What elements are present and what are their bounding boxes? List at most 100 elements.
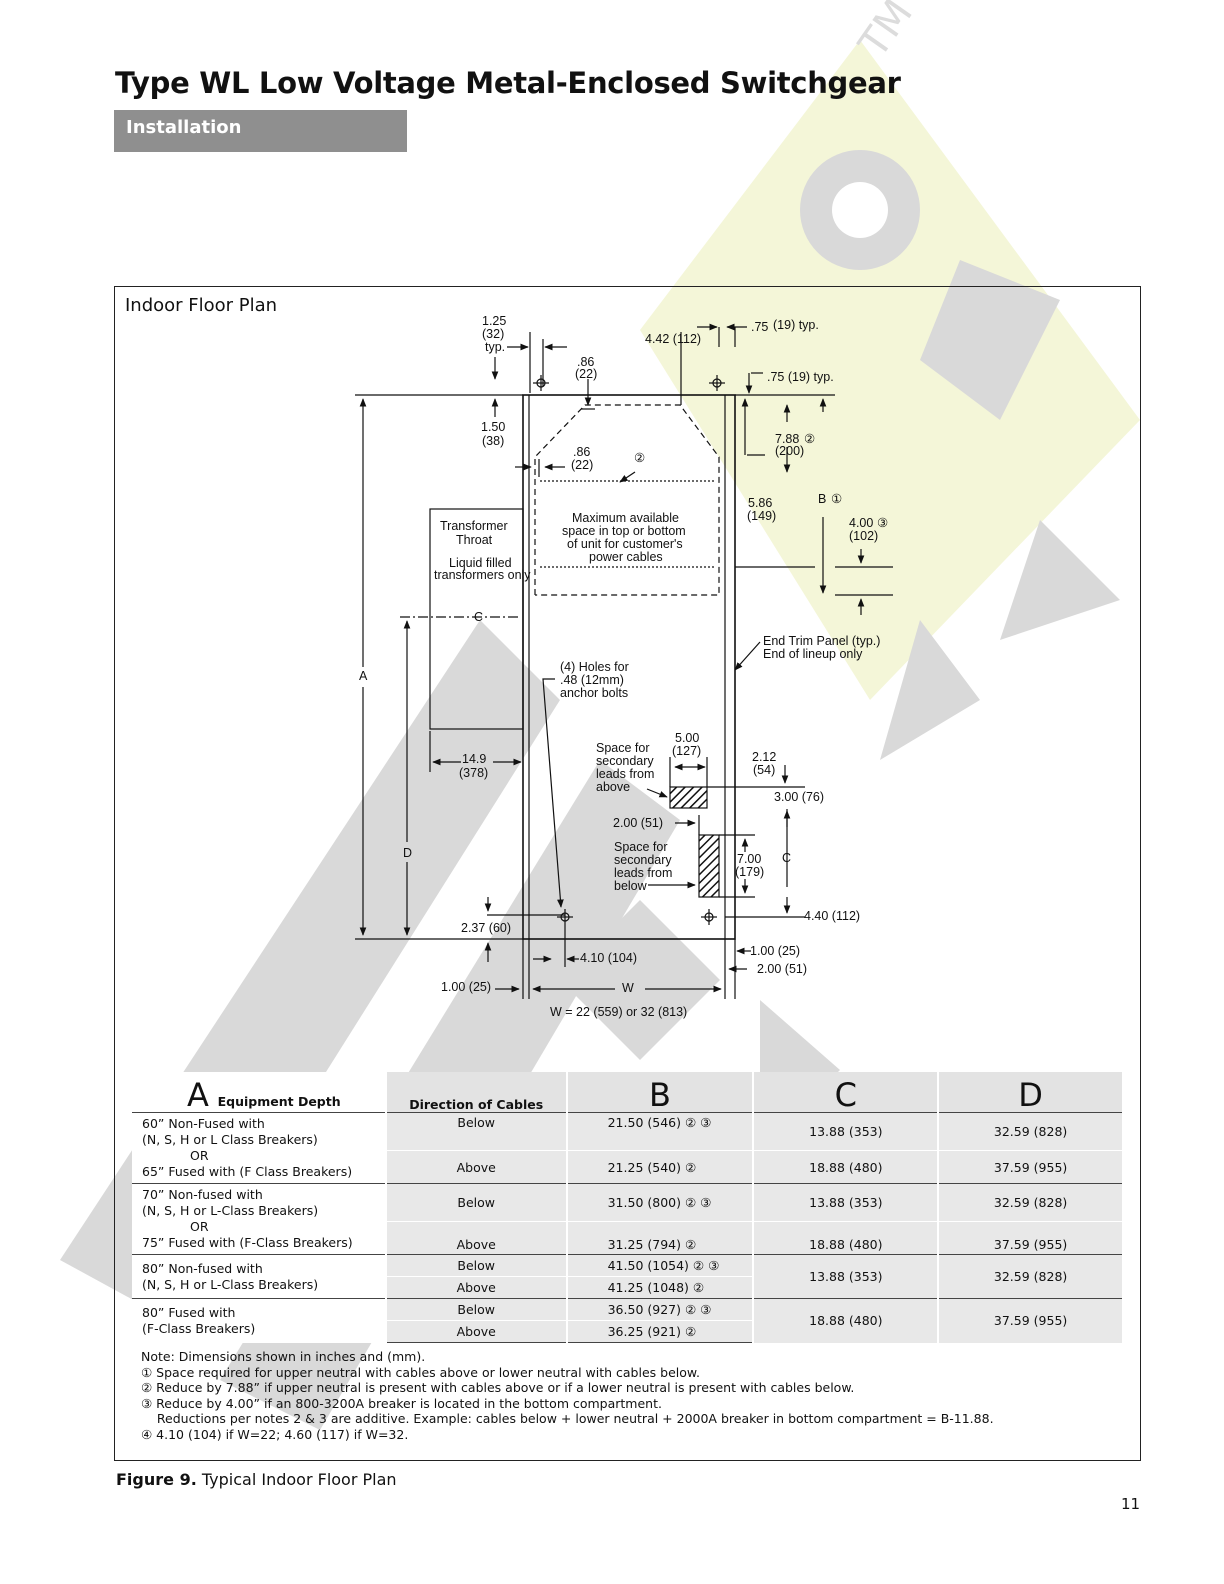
dim-100l: 1.00 (25)	[441, 980, 491, 994]
direction-cell: Below	[385, 1183, 568, 1222]
c-cell: 13.88 (353)	[753, 1254, 940, 1299]
header-a-letter: A	[187, 1076, 209, 1114]
d-cell: 37.59 (955)	[938, 1298, 1124, 1343]
equipment-cell: 70” Non-fused with (N, S, H or L-Class B…	[132, 1183, 387, 1255]
dim-125-typ: typ.	[485, 340, 505, 354]
transformer-label-2: Throat	[456, 533, 493, 547]
liquid-label-2: transformers only	[434, 568, 531, 582]
watermark-tm: TM	[850, 0, 922, 67]
dim-700: 7.00	[737, 852, 761, 866]
sec-above-label-4: above	[596, 780, 630, 794]
note-marker-3: ③	[877, 516, 888, 530]
header-c: C	[753, 1072, 940, 1113]
equipment-cell: 60” Non-Fused with (N, S, H or L Class B…	[132, 1112, 387, 1184]
dim-500: 5.00	[675, 731, 699, 745]
d-cell: 32.59 (828)	[938, 1183, 1124, 1222]
note-line: ① Space required for upper neutral with …	[141, 1364, 700, 1380]
header-b-letter: B	[649, 1076, 671, 1114]
centerline-label: C	[474, 610, 483, 624]
note-line: ② Reduce by 7.88” if upper neutral is pr…	[141, 1380, 855, 1396]
b-cell: 21.50 (546) ② ③	[566, 1112, 755, 1151]
dim-788: 7.88	[775, 432, 799, 446]
note-line: ④ 4.10 (104) if W=22; 4.60 (117) if W=32…	[141, 1426, 409, 1442]
equipment-or: OR	[190, 1219, 209, 1234]
equipment-line: (F-Class Breakers)	[142, 1320, 256, 1336]
holes-label-1: (4) Holes for	[560, 660, 629, 674]
equipment-line: 80” Non-fused with	[142, 1260, 263, 1276]
note-marker-2a: ②	[804, 432, 815, 446]
max-space-label-4: power cables	[589, 550, 663, 564]
dim-400-mm: (102)	[849, 529, 878, 543]
holes-label-2: .48 (12mm)	[560, 673, 624, 687]
b-cell: 41.50 (1054) ② ③	[566, 1254, 755, 1277]
equipment-or: OR	[190, 1148, 209, 1163]
dim-410: 4.10 (104)	[580, 951, 637, 965]
dim-788-mm: (200)	[775, 444, 804, 458]
max-space-label-3: of unit for customer's	[567, 537, 683, 551]
dimensions-table: A Equipment Depth Direction of Cables B …	[132, 1072, 1124, 1343]
header-a: A Equipment Depth	[132, 1072, 387, 1114]
liquid-label-1: Liquid filled	[449, 556, 512, 570]
dim-c: C	[782, 851, 791, 865]
end-trim-label-2: End of lineup only	[763, 647, 863, 661]
max-space-label-2: space in top or bottom	[562, 524, 686, 538]
table-row: Above 41.25 (1048) ②	[132, 1276, 1123, 1299]
dim-075b: .75 (19) typ.	[767, 370, 834, 384]
end-trim-label-1: End Trim Panel (typ.)	[763, 634, 880, 648]
dim-700-mm: (179)	[735, 865, 764, 879]
b-cell: 36.50 (927) ② ③	[566, 1298, 755, 1321]
page-title: Type WL Low Voltage Metal-Enclosed Switc…	[115, 66, 901, 100]
table-header-row: A Equipment Depth Direction of Cables B …	[132, 1072, 1124, 1114]
direction-cell: Below	[385, 1112, 568, 1151]
dim-150: 1.50	[481, 420, 505, 434]
sec-below-label-3: leads from	[614, 866, 672, 880]
dim-150-mm: (38)	[482, 434, 504, 448]
dim-500-mm: (127)	[672, 744, 701, 758]
dim-149-mm: (378)	[459, 766, 488, 780]
dim-086b: .86	[573, 445, 590, 459]
transformer-label-1: Transformer	[440, 519, 508, 533]
d-cell: 32.59 (828)	[938, 1254, 1124, 1299]
note-line: Note: Dimensions shown in inches and (mm…	[141, 1349, 426, 1364]
caption-label: Figure 9.	[116, 1470, 197, 1489]
note-marker-1: ①	[831, 492, 842, 506]
d-cell: 37.59 (955)	[938, 1150, 1124, 1184]
floor-plan-drawing: 1.25 (32) typ. 4.42 (112) .75 (19) typ. …	[355, 314, 893, 1019]
dim-442: 4.42 (112)	[645, 332, 701, 346]
c-cell: 18.88 (480)	[753, 1150, 940, 1184]
dim-086b-mm: (22)	[571, 458, 593, 472]
drawing-lines	[355, 323, 893, 999]
direction-cell: Below	[385, 1254, 568, 1277]
table-row: Above 31.25 (794) ② 18.88 (480) 37.59 (9…	[132, 1221, 1124, 1255]
dim-212-mm: (54)	[753, 763, 775, 777]
table-row: 70” Non-fused with (N, S, H or L-Class B…	[132, 1183, 1124, 1255]
b-cell: 31.25 (794) ②	[566, 1221, 755, 1255]
b-cell: 31.50 (800) ② ③	[566, 1183, 755, 1222]
dim-200b: 2.00 (51)	[757, 962, 807, 976]
header-b: B	[566, 1072, 755, 1114]
c-cell: 18.88 (480)	[753, 1298, 940, 1343]
equipment-line: 65” Fused with (F Class Breakers)	[142, 1164, 353, 1179]
drawing-labels: 1.25 (32) typ. 4.42 (112) .75 (19) typ. …	[359, 314, 888, 1019]
sec-above-label-1: Space for	[596, 741, 650, 755]
dim-100r: 1.00 (25)	[750, 944, 800, 958]
dim-086a-mm: (22)	[575, 367, 597, 381]
d-cell: 37.59 (955)	[938, 1221, 1124, 1255]
dim-586: 5.86	[748, 496, 772, 510]
holes-label-3: anchor bolts	[560, 686, 628, 700]
caption-text: Typical Indoor Floor Plan	[196, 1470, 397, 1489]
figure-box-title: Indoor Floor Plan	[125, 295, 278, 316]
header-d: D	[938, 1072, 1124, 1113]
table-row: 60” Non-Fused with (N, S, H or L Class B…	[132, 1112, 1124, 1184]
equipment-line: 75” Fused with (F-Class Breakers)	[142, 1235, 353, 1250]
equipment-line: 80” Fused with	[142, 1304, 236, 1320]
b-cell: 36.25 (921) ②	[566, 1320, 755, 1343]
dim-075a-rest: (19) typ.	[773, 318, 819, 332]
table-row: 80” Fused with (F-Class Breakers) Below …	[132, 1298, 1124, 1343]
dim-125-mm: (32)	[482, 327, 504, 341]
dim-w: W	[622, 981, 634, 995]
equipment-line: (N, S, H or L-Class Breakers)	[142, 1276, 319, 1292]
dim-149: 14.9	[462, 752, 486, 766]
direction-cell: Above	[385, 1221, 568, 1255]
dim-b: B	[818, 492, 826, 506]
